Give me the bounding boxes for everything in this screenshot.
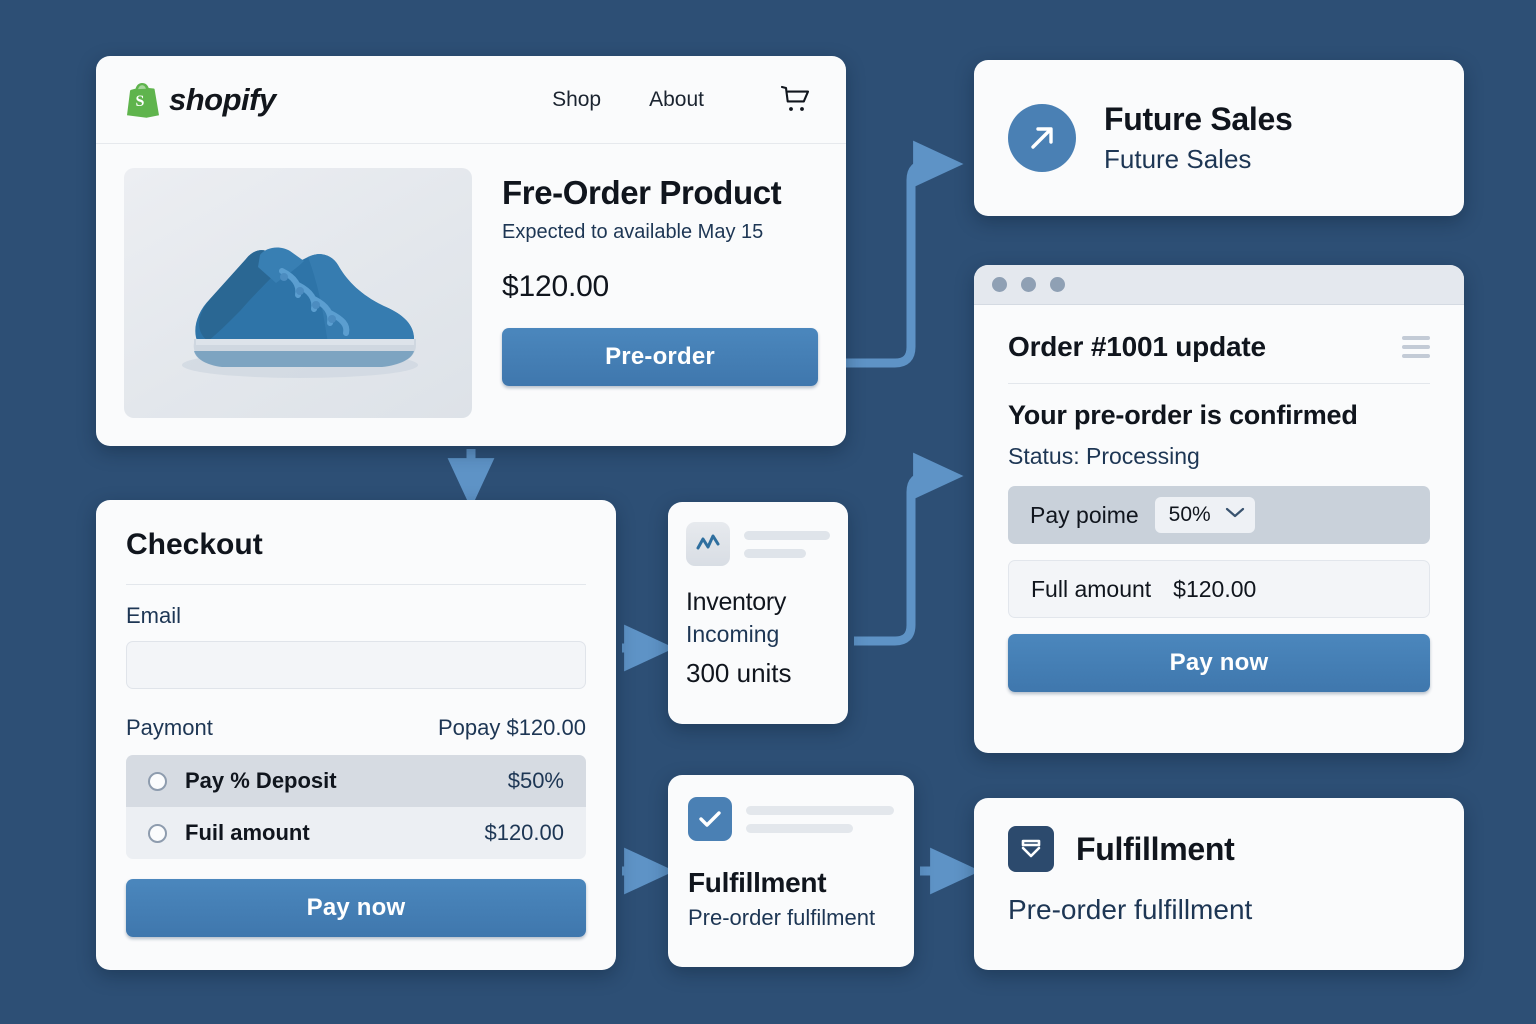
fulfillment-mini-card: Fulfillment Pre-order fulfilment <box>668 775 914 967</box>
payment-option-label: Fuil amount <box>185 820 310 845</box>
arrow-inventory-to-order <box>854 452 964 646</box>
order-header-row: Order #1001 update <box>1008 331 1430 363</box>
fulfillment-header: Fulfillment <box>1008 826 1430 872</box>
shopify-storefront-card: S shopify Shop About <box>96 56 846 446</box>
checkout-card: Checkout Email Paymont Popay $120.00 Pay… <box>96 500 616 970</box>
inventory-subtitle: Incoming <box>686 621 780 647</box>
check-square-icon <box>688 797 732 841</box>
product-price: $120.00 <box>502 270 610 303</box>
arrow-preorder-to-future-sales <box>846 140 964 368</box>
order-update-window: Order #1001 update Your pre-order is con… <box>974 265 1464 753</box>
inventory-title: Inventory <box>686 588 787 616</box>
placeholder-lines <box>746 805 894 833</box>
fulfillment-mini-subtitle: Pre-order fulfilment <box>688 905 876 930</box>
payment-option-value: $120.00 <box>484 820 564 845</box>
fulfillment-card: Fulfillment Pre-order fulfillment <box>974 798 1464 970</box>
nav-link-about[interactable]: About <box>649 87 704 111</box>
inventory-header <box>686 522 830 566</box>
chevron-down-icon <box>1225 506 1245 524</box>
svg-text:S: S <box>136 93 145 110</box>
product-image[interactable] <box>124 168 472 418</box>
order-confirmation-heading: Your pre-order is confirmed <box>1008 400 1358 430</box>
product-title: Fre-Order Product <box>502 174 782 211</box>
hamburger-menu-icon[interactable] <box>1402 336 1430 358</box>
window-titlebar <box>974 265 1464 305</box>
future-sales-card[interactable]: Future Sales Future Sales <box>974 60 1464 216</box>
order-pay-now-button[interactable]: Pay now <box>1008 634 1430 692</box>
future-sales-text: Future Sales Future Sales <box>1104 101 1293 175</box>
nav-link-shop[interactable]: Shop <box>552 87 602 111</box>
blue-sneaker-illustration <box>182 247 418 378</box>
pay-point-row: Pay poime 50% <box>1008 486 1430 544</box>
payment-option-deposit[interactable]: Pay % Deposit $50% <box>126 755 586 807</box>
product-availability: Expected to available May 15 <box>502 221 764 243</box>
fulfillment-mini-title: Fulfillment <box>688 867 827 898</box>
checkout-title: Checkout <box>126 528 263 561</box>
email-input[interactable] <box>126 641 586 689</box>
future-sales-subtitle: Future Sales <box>1104 144 1252 174</box>
checkout-divider <box>126 584 586 585</box>
payment-option-group: Pay % Deposit $50% Fuil amount $120.00 <box>126 755 586 859</box>
payment-total: Popay $120.00 <box>437 715 586 740</box>
shopify-bag-icon: S <box>126 81 160 118</box>
fulfillment-title: Fulfillment <box>1076 830 1235 867</box>
pay-point-select[interactable]: 50% <box>1154 497 1255 533</box>
window-dot-minimize[interactable] <box>1021 277 1036 292</box>
trend-chart-icon <box>686 522 730 566</box>
radio-icon[interactable] <box>148 771 167 791</box>
inbox-check-icon <box>1008 826 1054 872</box>
email-label: Email <box>126 603 182 628</box>
payment-option-full[interactable]: Fuil amount $120.00 <box>126 807 586 859</box>
full-amount-value: $120.00 <box>1173 575 1257 602</box>
order-divider <box>1008 383 1430 384</box>
radio-icon[interactable] <box>148 823 167 843</box>
payment-option-value: $50% <box>507 768 564 793</box>
fulfillment-subtitle: Pre-order fulfillment <box>1008 894 1253 925</box>
inventory-amount: 300 units <box>686 658 792 688</box>
payment-label: Paymont <box>126 715 213 740</box>
shopify-logo[interactable]: S shopify <box>126 81 276 118</box>
shopify-wordmark: shopify <box>169 81 276 117</box>
preorder-button[interactable]: Pre-order <box>502 328 818 386</box>
product-details: Fre-Order Product Expected to available … <box>502 168 818 418</box>
order-window-body: Order #1001 update Your pre-order is con… <box>974 305 1464 692</box>
full-amount-label: Full amount <box>1031 575 1152 602</box>
order-status-value: Processing <box>1086 443 1200 469</box>
payment-summary-row: Paymont Popay $120.00 <box>126 715 586 741</box>
storefront-navbar: S shopify Shop About <box>96 56 846 144</box>
window-dot-maximize[interactable] <box>1050 277 1065 292</box>
product-section: Fre-Order Product Expected to available … <box>96 144 846 418</box>
future-sales-title: Future Sales <box>1104 101 1293 137</box>
shopping-cart-icon[interactable] <box>778 84 812 116</box>
pay-point-value: 50% <box>1168 503 1211 526</box>
order-status: Status: Processing <box>1008 443 1430 470</box>
window-dot-close[interactable] <box>992 277 1007 292</box>
arrow-up-right-icon <box>1008 104 1076 172</box>
order-status-label: Status: <box>1008 443 1080 469</box>
fulfillment-mini-header <box>688 797 894 841</box>
inventory-card: Inventory Incoming 300 units <box>668 502 848 724</box>
order-title: Order #1001 update <box>1008 331 1266 362</box>
full-amount-row: Full amount $120.00 <box>1008 560 1430 618</box>
pay-point-label: Pay poime <box>1030 501 1139 528</box>
placeholder-lines <box>744 530 830 558</box>
pay-now-button[interactable]: Pay now <box>126 879 586 937</box>
payment-option-label: Pay % Deposit <box>185 768 337 793</box>
